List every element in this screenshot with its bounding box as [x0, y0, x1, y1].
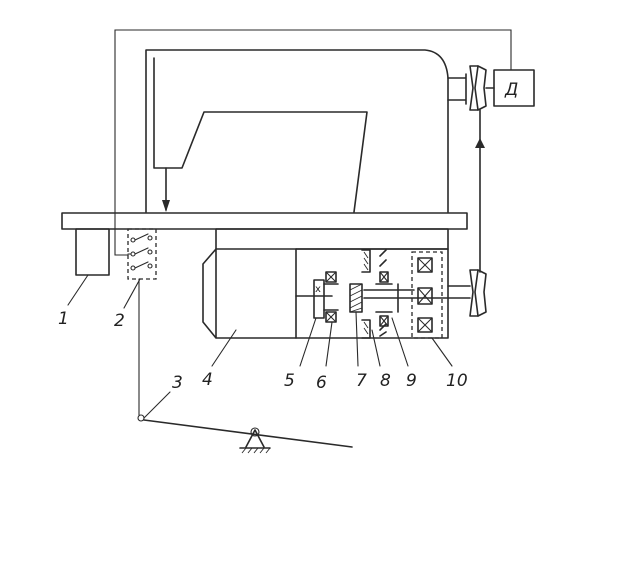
label-part-4: 4 — [202, 370, 213, 390]
rotor-element — [313, 279, 325, 319]
label-part-2: 2 — [114, 311, 125, 331]
machine-head-outline — [145, 49, 449, 213]
drive-housing-right — [295, 248, 449, 339]
lower-pulley — [469, 269, 479, 317]
bearing-housing-10 — [411, 251, 443, 339]
pedal-joint — [137, 414, 145, 422]
label-part-7: 7 — [356, 371, 367, 391]
part-3-leader — [143, 391, 171, 419]
output-shaft-assembly — [363, 271, 449, 327]
part-9-leader — [391, 317, 409, 367]
upper-pulley-right — [477, 65, 487, 111]
motor-box — [493, 69, 535, 107]
part-4-leader — [211, 329, 237, 367]
label-part-6: 6 — [316, 373, 327, 393]
lower-shaft — [447, 285, 471, 299]
lower-pulley-right — [477, 269, 487, 317]
needle-arrow-icon — [162, 200, 170, 212]
part-5-leader — [299, 317, 317, 367]
part-2-leader — [123, 278, 141, 309]
machine-table — [61, 212, 468, 230]
part-10-leader — [431, 337, 453, 367]
pedal-pivot-icon — [239, 427, 271, 454]
label-part-10: 10 — [446, 371, 468, 391]
drive-housing-body — [202, 248, 297, 339]
part-1-box — [75, 228, 110, 276]
rotor-mark: x — [315, 284, 321, 295]
control-wire — [114, 29, 512, 256]
label-part-1: 1 — [58, 309, 69, 329]
motor-label: Д — [504, 80, 518, 100]
part-1-leader — [67, 274, 89, 306]
label-part-5: 5 — [284, 371, 295, 391]
label-part-3: 3 — [172, 373, 183, 393]
pedal-lever — [143, 419, 353, 448]
brake-pads — [361, 249, 387, 339]
drive-housing-upper — [215, 228, 449, 250]
bearings-10 — [417, 257, 433, 333]
switch-contacts — [119, 233, 153, 271]
label-part-9: 9 — [406, 371, 417, 391]
belt-direction-arrow-icon — [475, 138, 485, 148]
part-8-leader — [371, 329, 381, 367]
part-6-leader — [325, 321, 333, 367]
machine-arm-cutout — [153, 57, 368, 213]
clutch-disc — [349, 283, 363, 313]
label-part-8: 8 — [380, 371, 391, 391]
upper-pulley — [469, 65, 479, 111]
upper-shaft — [447, 73, 467, 105]
switch-block — [127, 228, 157, 280]
bearing-6 — [323, 271, 339, 323]
part-7-leader — [355, 311, 359, 367]
